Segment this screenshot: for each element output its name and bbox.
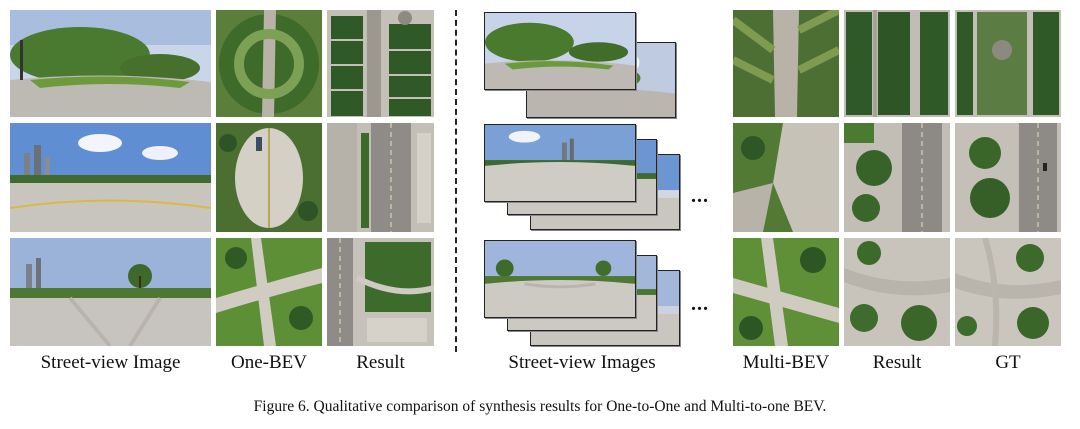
label-gt: GT bbox=[995, 352, 1021, 373]
street-view-image-row-2 bbox=[10, 123, 211, 232]
figure-caption: Figure 6. Qualitative comparison of synt… bbox=[253, 398, 827, 415]
gt-row-3 bbox=[955, 238, 1061, 346]
label-one-bev: One-BEV bbox=[231, 352, 307, 373]
one-bev-row-1 bbox=[216, 10, 322, 117]
result-row-2 bbox=[327, 123, 434, 232]
label-street-view-images: Street-view Images bbox=[508, 352, 656, 373]
multi-bev-row-2 bbox=[733, 123, 839, 232]
label-multi-bev: Multi-BEV bbox=[742, 352, 830, 373]
panel-divider bbox=[455, 10, 457, 352]
result-row-3 bbox=[327, 238, 434, 346]
label-result-left: Result bbox=[356, 352, 405, 373]
multi-result-row-2 bbox=[844, 123, 950, 232]
street-view-image-row-3 bbox=[10, 238, 211, 346]
gt-row-1 bbox=[955, 10, 1061, 117]
multi-bev-row-3 bbox=[733, 238, 839, 346]
ellipsis-row-2: ... bbox=[691, 185, 709, 207]
one-bev-row-2 bbox=[216, 123, 322, 232]
street-view-stack-3-front bbox=[484, 240, 636, 318]
multi-bev-row-1 bbox=[733, 10, 839, 117]
label-street-view-image: Street-view Image bbox=[40, 352, 181, 373]
label-result-right: Result bbox=[872, 352, 922, 373]
one-bev-row-3 bbox=[216, 238, 322, 346]
street-view-stack-1-front bbox=[484, 12, 636, 90]
multi-result-row-1 bbox=[844, 10, 950, 117]
street-view-stack-2-front bbox=[484, 124, 636, 202]
ellipsis-row-3: ... bbox=[691, 293, 709, 315]
street-view-image-row-1 bbox=[10, 10, 211, 117]
multi-result-row-3 bbox=[844, 238, 950, 346]
result-row-1 bbox=[327, 10, 434, 117]
gt-row-2 bbox=[955, 123, 1061, 232]
